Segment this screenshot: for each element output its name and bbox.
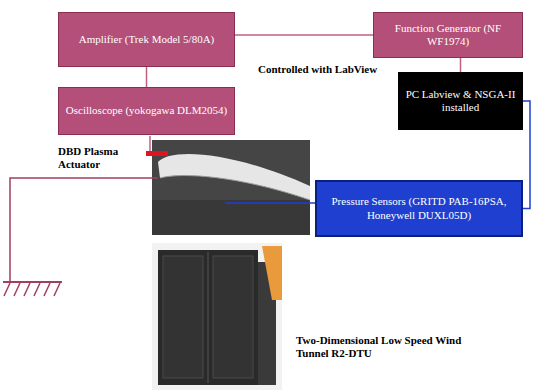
wing-photo-shade bbox=[152, 200, 310, 235]
annotation-label: Controlled with LabView bbox=[258, 63, 408, 76]
airfoil-edge bbox=[160, 176, 310, 200]
box-text: PC Labview & NSGA-II installed bbox=[405, 88, 516, 114]
device-box: Amplifier (Trek Model 5/80A) bbox=[58, 12, 235, 67]
pressure-tube bbox=[225, 202, 315, 204]
dbd-actuator bbox=[146, 151, 168, 156]
actuator-wire bbox=[149, 136, 151, 151]
box-text: Pressure Sensors (GRITD PAB-16PSA, Honey… bbox=[323, 195, 515, 221]
box-text: Function Generator (NF WF1974) bbox=[380, 22, 516, 48]
ground-wire bbox=[10, 178, 158, 282]
connector-line bbox=[235, 34, 373, 36]
ground-symbol bbox=[3, 281, 62, 283]
wind-tunnel-panel bbox=[163, 256, 203, 378]
annotation-label: DBD Plasma Actuator bbox=[58, 145, 140, 171]
wind-tunnel-body bbox=[158, 250, 258, 385]
connector-line bbox=[146, 67, 148, 87]
airfoil bbox=[158, 154, 310, 200]
wind-tunnel-panel bbox=[213, 256, 253, 378]
device-box: Oscilloscope (yokogawa DLM2054) bbox=[58, 87, 235, 135]
connector-line bbox=[523, 101, 530, 209]
connector-line bbox=[460, 58, 462, 72]
computer-box: PC Labview & NSGA-II installed bbox=[398, 72, 523, 130]
wind-tunnel-photo bbox=[152, 243, 282, 390]
box-text: Oscilloscope (yokogawa DLM2054) bbox=[66, 104, 227, 117]
wind-tunnel-seam bbox=[208, 252, 209, 383]
annotation-label: Two-Dimensional Low Speed Wind Tunnel R2… bbox=[296, 334, 471, 360]
wind-tunnel-duct bbox=[262, 246, 282, 300]
ground-hatch bbox=[4, 283, 60, 296]
device-box: Function Generator (NF WF1974) bbox=[373, 12, 523, 58]
wing-photo bbox=[152, 140, 310, 235]
box-text: Amplifier (Trek Model 5/80A) bbox=[79, 33, 215, 46]
sensor-box: Pressure Sensors (GRITD PAB-16PSA, Honey… bbox=[315, 180, 523, 237]
